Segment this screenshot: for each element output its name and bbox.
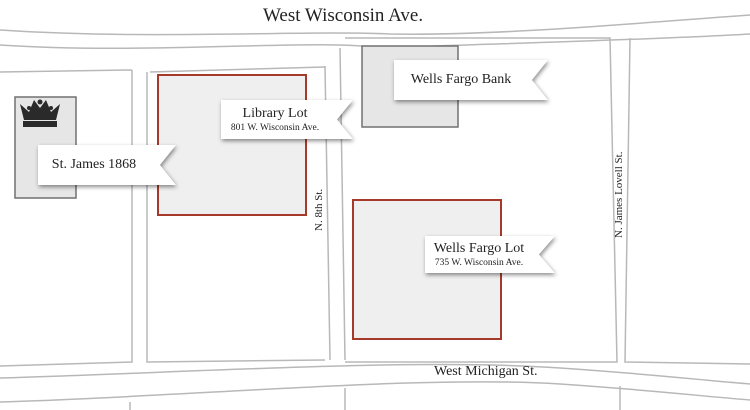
callout-address: 801 W. Wisconsin Ave. xyxy=(230,122,320,133)
callout-background xyxy=(221,100,353,139)
michigan-st-south-edge xyxy=(0,381,750,403)
callout-text: Wells Fargo Lot 735 W. Wisconsin Ave. xyxy=(425,236,555,273)
callout-st-james-1868[interactable]: St. James 1868 xyxy=(38,145,176,185)
callout-background xyxy=(38,145,176,185)
michigan-st-north-edge xyxy=(0,363,750,385)
block-edge xyxy=(0,69,133,73)
block-edge xyxy=(149,66,326,73)
callout-title: Wells Fargo Lot xyxy=(433,240,525,256)
block-edge xyxy=(624,37,750,365)
callout-wells-fargo-lot[interactable]: Wells Fargo Lot 735 W. Wisconsin Ave. xyxy=(425,236,555,273)
street-label-n-8th-st: N. 8th St. xyxy=(313,188,325,231)
street-label-west-michigan-st: West Michigan St. xyxy=(434,364,538,379)
callout-text: St. James 1868 xyxy=(38,145,176,185)
library-lot[interactable] xyxy=(157,74,307,216)
callout-title: Wells Fargo Bank xyxy=(410,72,512,87)
callout-address: 735 W. Wisconsin Ave. xyxy=(434,257,524,268)
callout-text: Library Lot 801 W. Wisconsin Ave. xyxy=(221,100,353,139)
street-label-n-james-lovell-st: N. James Lovell St. xyxy=(613,151,625,238)
callout-wells-fargo-bank[interactable]: Wells Fargo Bank xyxy=(394,60,548,100)
callout-text: Wells Fargo Bank xyxy=(394,60,548,100)
callout-background xyxy=(394,60,548,100)
wisconsin-ave-north-edge xyxy=(0,14,750,36)
callout-library-lot[interactable]: Library Lot 801 W. Wisconsin Ave. xyxy=(221,100,353,139)
street-label-west-wisconsin-ave: West Wisconsin Ave. xyxy=(263,5,424,26)
callout-title: St. James 1868 xyxy=(51,157,137,172)
crown-icon xyxy=(20,99,60,127)
block-edge xyxy=(345,37,618,363)
callout-title: Library Lot xyxy=(242,105,308,121)
callout-background xyxy=(425,236,555,273)
